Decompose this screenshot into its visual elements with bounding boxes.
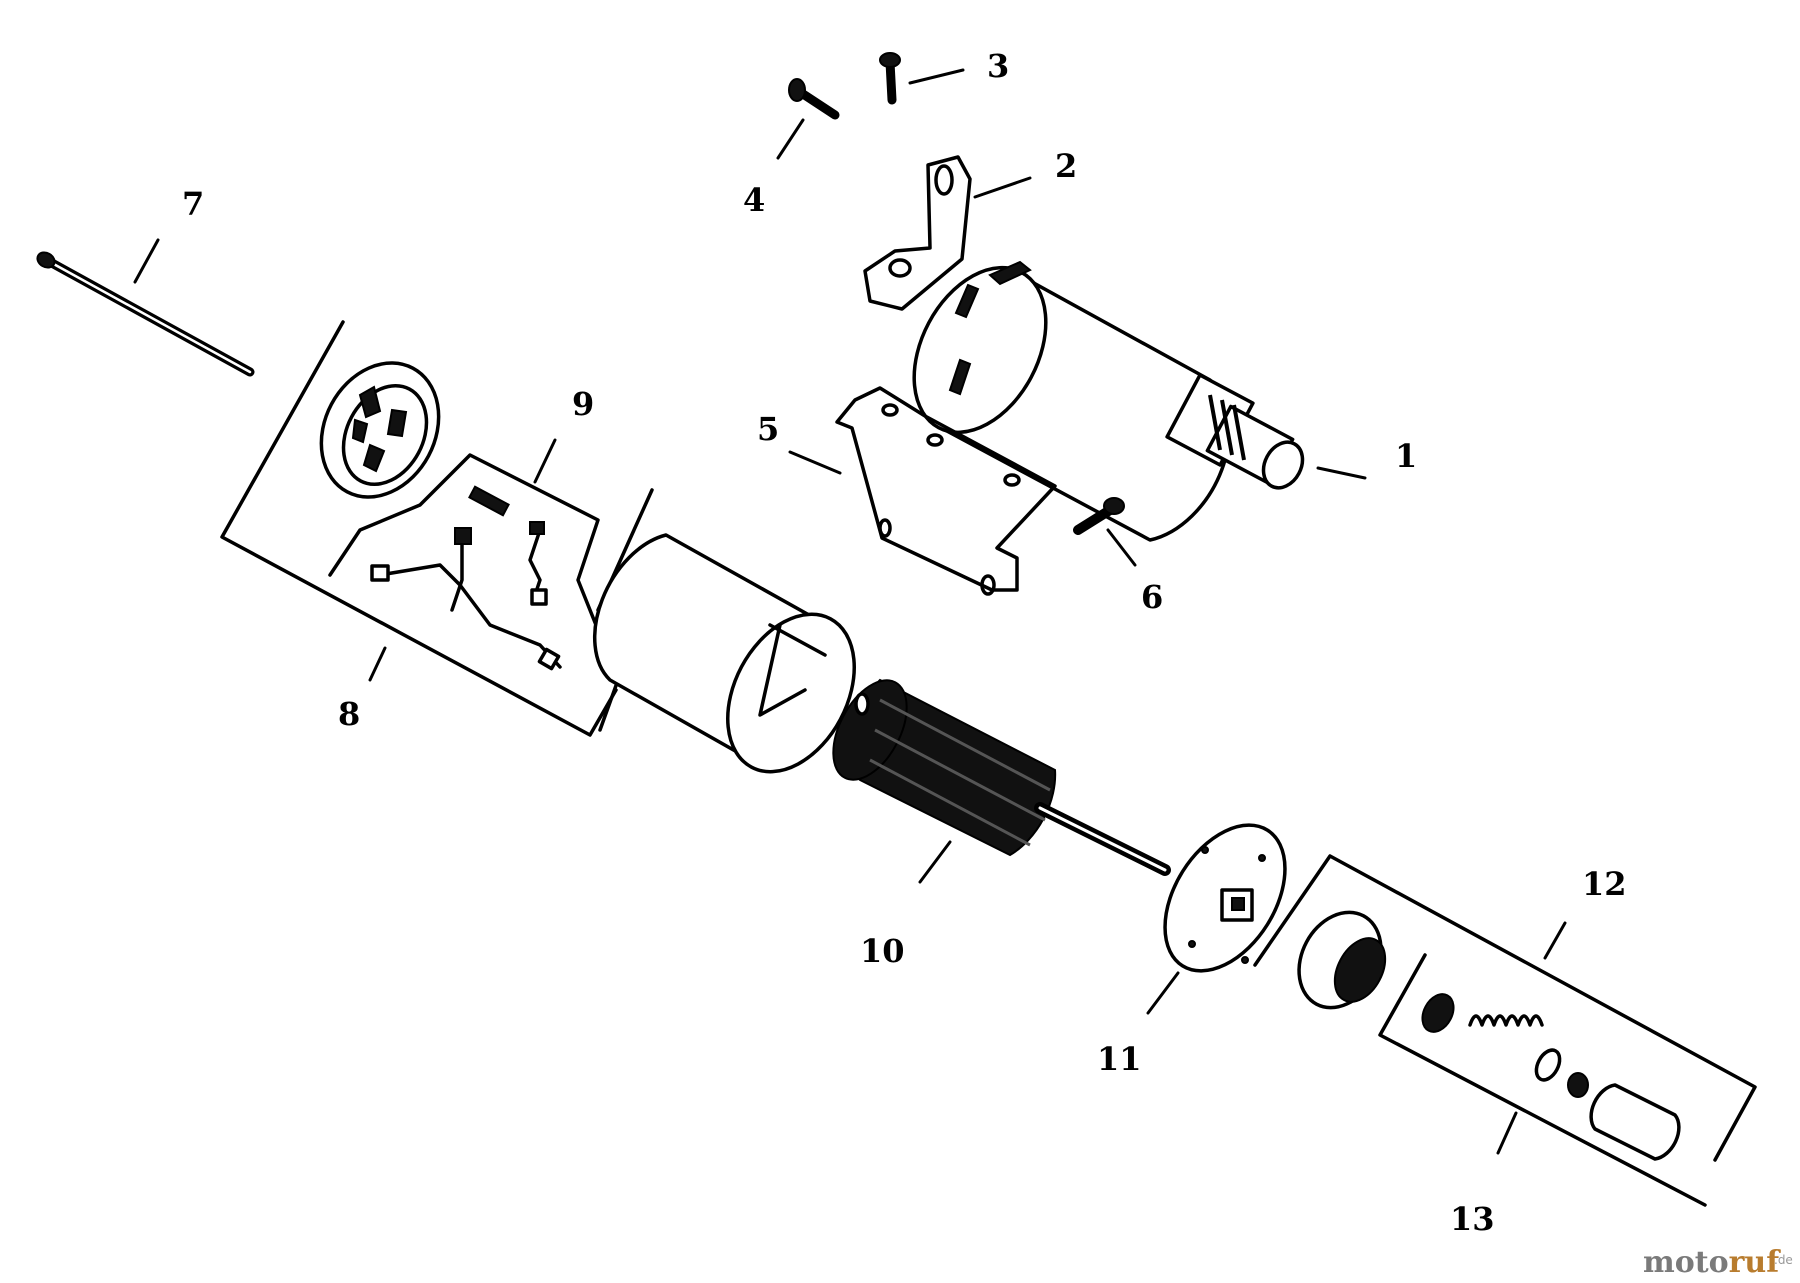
end-cap-assembly-part-8	[220, 320, 618, 737]
svg-text:motoruf: motoruf	[1643, 1245, 1781, 1280]
leader-6	[1106, 528, 1137, 567]
callout-6: 6	[1141, 578, 1163, 616]
through-bolt-part-7	[36, 251, 255, 377]
callout-9: 9	[572, 385, 594, 423]
stator-housing	[592, 533, 856, 774]
callout-11: 11	[1097, 1040, 1142, 1078]
leader-2	[973, 176, 1032, 199]
screw-part-3	[879, 52, 901, 105]
callout-8: 8	[338, 695, 360, 733]
watermark-brand-a: moto	[1643, 1245, 1729, 1280]
starter-motor-part-1	[912, 260, 1305, 542]
screw-part-4	[788, 78, 840, 120]
leader-lines	[133, 68, 1567, 1155]
callout-12: 12	[1582, 865, 1627, 903]
bracket-part-2	[863, 155, 972, 311]
leader-1	[1316, 466, 1367, 480]
watermark-brand-b: ruf	[1729, 1245, 1782, 1280]
callout-1: 1	[1395, 437, 1417, 475]
callout-3: 3	[987, 47, 1009, 85]
callout-4: 4	[743, 181, 765, 219]
leader-9	[533, 438, 557, 484]
leader-13	[1496, 1111, 1518, 1155]
callout-13: 13	[1450, 1200, 1495, 1238]
drive-kit-part-12-13	[1253, 854, 1757, 1207]
end-plate-part-11	[1163, 823, 1287, 973]
leader-3	[908, 68, 965, 85]
leader-8	[368, 646, 387, 682]
leader-4	[776, 118, 805, 160]
callout-2: 2	[1055, 147, 1077, 185]
mounting-plate-part-5	[835, 386, 1057, 596]
callout-5: 5	[757, 410, 779, 448]
armature-part-10	[832, 678, 1171, 876]
brush-holder-part-9	[328, 453, 620, 732]
leader-7	[133, 238, 160, 284]
callout-10: 10	[860, 932, 905, 970]
watermark-suffix: .de	[1774, 1253, 1793, 1267]
leader-12	[1543, 921, 1567, 960]
leader-10	[918, 840, 952, 884]
leader-11	[1146, 971, 1180, 1015]
watermark-logo: motoruf .de	[1643, 1245, 1793, 1280]
screw-part-6	[1073, 497, 1125, 535]
leader-5	[788, 450, 842, 475]
callout-7: 7	[182, 185, 204, 223]
